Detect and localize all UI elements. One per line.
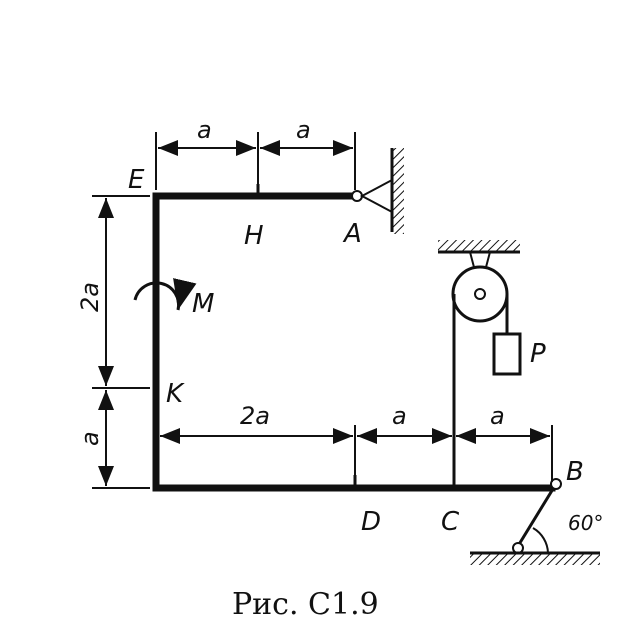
label-D: D <box>361 507 381 537</box>
dim-vert-upper: 2a <box>76 282 104 312</box>
dim-bottom-1: 2a <box>240 402 270 430</box>
label-P: P <box>530 339 546 369</box>
dim-bottom-3: a <box>490 402 505 430</box>
moment-m <box>133 278 197 311</box>
pin-support-a <box>351 148 404 234</box>
label-K: K <box>166 379 185 409</box>
dimensions <box>92 132 553 489</box>
label-E: E <box>128 165 145 195</box>
label-C: C <box>441 507 460 537</box>
label-H: H <box>244 221 264 251</box>
label-B: B <box>566 457 584 487</box>
weight-p <box>492 332 522 376</box>
angle-label: 60° <box>568 511 603 535</box>
dim-vert-lower: a <box>76 431 104 446</box>
dim-top-right: a <box>296 116 311 144</box>
dim-top-left: a <box>197 116 212 144</box>
label-A: A <box>342 219 362 249</box>
label-M: M <box>192 289 214 319</box>
pulley-assembly <box>438 240 522 488</box>
figure-caption: Рис. С1.9 <box>232 587 379 622</box>
strut-b <box>470 478 600 565</box>
dim-bottom-2: a <box>392 402 407 430</box>
